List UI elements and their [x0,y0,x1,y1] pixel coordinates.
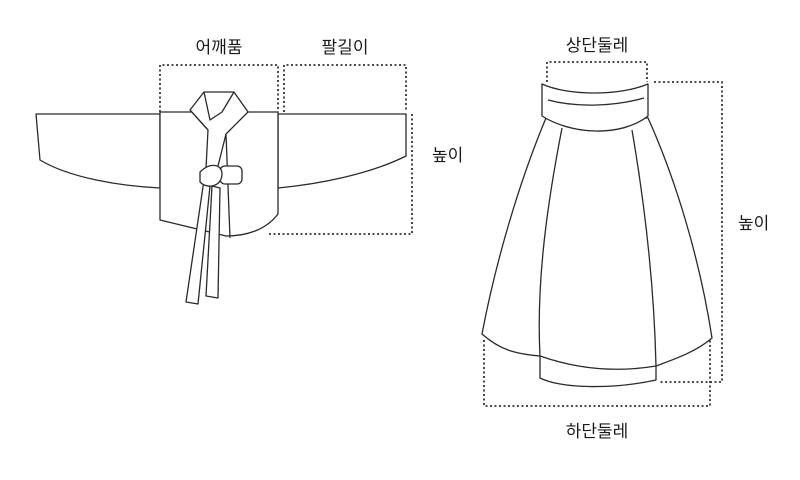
chima-bottom-circumference-label: 하단둘레 [565,422,629,442]
jeogori-height-label: 높이 [432,146,464,166]
jeogori-sleeve-length-label: 팔길이 [321,38,369,58]
sleeve-length-line [283,64,407,112]
jeogori-dimensions [159,64,413,235]
chima-top-circumference-label: 상단둘레 [565,36,629,56]
jeogori-height-line [268,114,413,235]
chima-height-label: 높이 [738,214,770,234]
chima-skirt [481,83,713,388]
jeogori-goreum-knot [219,165,243,185]
jeogori-goreum-short [205,185,221,299]
jeogori-left-sleeve [35,113,161,189]
jeogori-jacket [35,91,407,305]
chima-skirt-body [481,117,713,388]
bottom-circumference-line [483,340,711,407]
top-circumference-line [546,61,648,82]
shoulder-width-line [159,64,279,112]
chima-height-line [654,81,723,383]
jeogori-shoulder-width-label: 어깨품 [195,38,243,58]
chima-dimensions [483,61,723,407]
chima-waistband [541,83,649,132]
jeogori-right-sleeve [277,113,407,189]
